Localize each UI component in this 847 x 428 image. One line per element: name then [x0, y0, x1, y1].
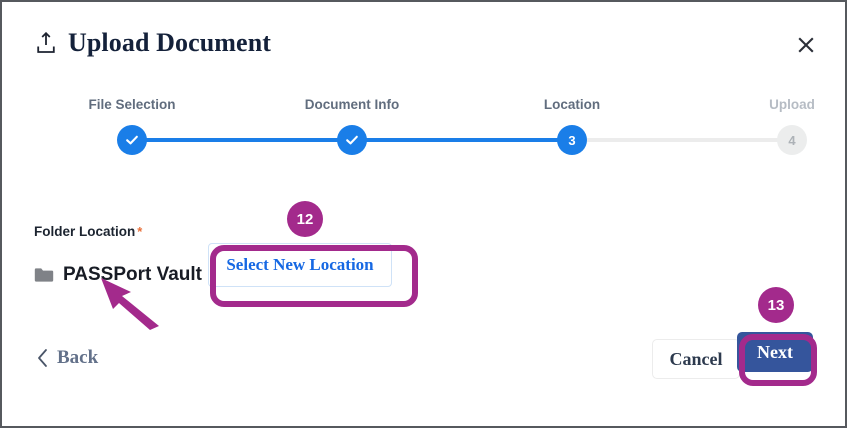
folder-value: PASSPort Vault: [63, 264, 203, 285]
stepper-step-label: Upload: [769, 97, 815, 112]
cancel-button[interactable]: Cancel: [652, 339, 740, 379]
back-button-label: Back: [57, 347, 99, 368]
next-button[interactable]: Next: [737, 332, 813, 372]
progress-stepper: File Selection Document Info Location 3 …: [36, 97, 815, 159]
stepper-step-label: File Selection: [88, 97, 176, 112]
required-asterisk: *: [137, 224, 143, 239]
stepper-step-upload[interactable]: Upload 4: [702, 97, 847, 155]
dialog-header: Upload Document: [2, 2, 845, 80]
page-title: Upload Document: [68, 28, 272, 57]
folder-location-label-text: Folder Location: [34, 224, 136, 239]
folder-icon: [34, 267, 54, 283]
stepper-step-label: Document Info: [304, 97, 400, 112]
annotation-badge-12: 12: [287, 201, 323, 237]
next-button-wrap: Next: [737, 332, 813, 372]
stepper-connector-3: [572, 138, 792, 142]
close-button[interactable]: [789, 28, 823, 62]
stepper-step-location[interactable]: Location 3: [482, 97, 662, 155]
stepper-step-document-info[interactable]: Document Info: [262, 97, 442, 155]
stepper-step-marker: [337, 125, 367, 155]
select-new-location-wrap: Select New Location: [208, 243, 392, 287]
stepper-step-label: Location: [543, 97, 601, 112]
close-icon: [798, 37, 814, 53]
stepper-step-marker: [117, 125, 147, 155]
folder-location-label: Folder Location*: [34, 224, 142, 239]
annotation-badge-13: 13: [758, 287, 794, 323]
chevron-left-icon: [38, 349, 47, 367]
check-icon: [126, 135, 138, 145]
stepper-step-marker: 4: [777, 125, 807, 155]
check-icon: [346, 135, 358, 145]
dialog-title-row: Upload Document: [36, 28, 271, 58]
stepper-step-file-selection[interactable]: File Selection: [42, 97, 222, 155]
stepper-connector-1: [132, 138, 352, 142]
stepper-step-marker: 3: [557, 125, 587, 155]
folder-location-value-row: PASSPort Vault: [34, 260, 202, 290]
upload-icon: [36, 32, 56, 54]
stepper-connector-2: [352, 138, 572, 142]
select-new-location-button[interactable]: Select New Location: [208, 243, 392, 287]
back-button[interactable]: Back: [36, 347, 98, 369]
